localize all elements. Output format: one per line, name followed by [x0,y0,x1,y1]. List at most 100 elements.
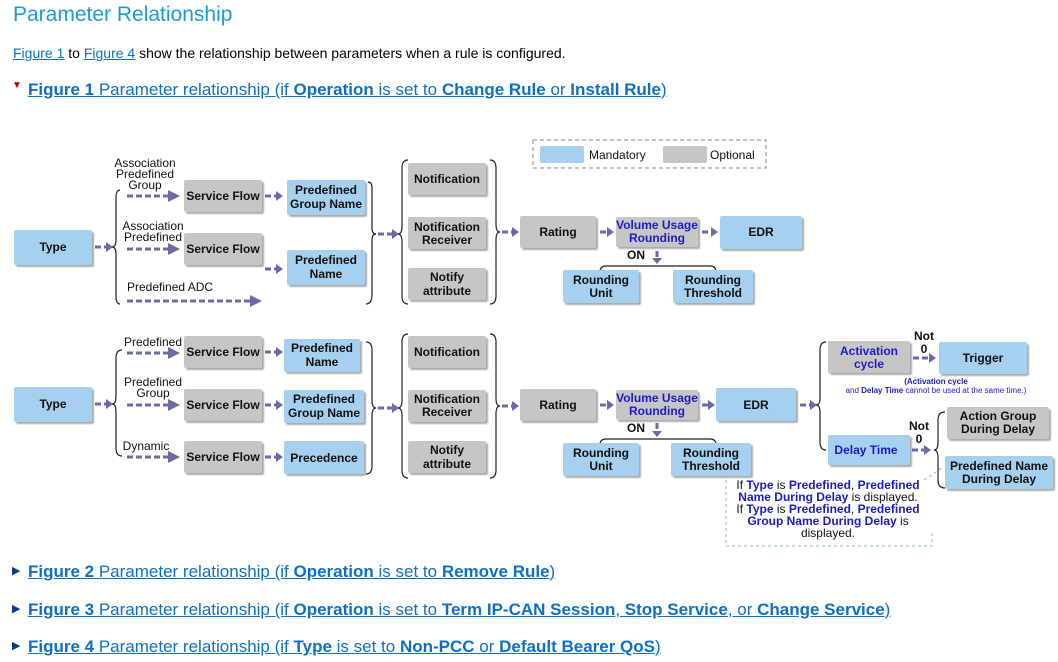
rating-label: Rating [539,225,576,239]
figure-1-heading[interactable]: ▼ Figure 1 Parameter relationship (if Ope… [12,80,667,100]
rounding-unit-label: Unit [589,286,612,300]
service-flow-label: Service Flow [186,398,260,412]
notify-attribute-box [408,441,486,473]
service-flow-label: Service Flow [186,189,260,203]
activation-cycle-label: Activation [840,344,898,358]
predefined-group-name-box [287,180,365,215]
figure-2-heading[interactable]: ▶ Figure 2 Parameter relationship (if Ope… [12,562,555,582]
precedence-label: Precedence [290,451,358,465]
figure-1-toggle-link[interactable]: Figure 1 Parameter relationship (if Oper… [28,80,667,99]
caption-keyword: Change Service [757,600,885,619]
service-flow-box [184,233,262,265]
activation-note: (Activation cycle [904,377,968,386]
figure-4-toggle-link[interactable]: Figure 4 Parameter relationship (if Type… [28,637,661,656]
notification-receiver-label: Notification [414,220,480,234]
caption-text: or [474,637,500,656]
edr-label: EDR [748,225,774,239]
figure-number: Figure 4 [28,637,95,656]
action-group-during-delay-label: Action Group [960,409,1037,423]
dashed-arrow [127,190,180,202]
bottom-brace-4 [489,333,501,479]
delay-time-label: Delay Time [834,443,897,457]
notify-attribute-label: Notify [430,270,464,284]
type-label: Type [39,397,66,411]
on-label: ON [627,421,645,435]
note-pointer [923,467,943,481]
predefined-name-label: Name [306,355,339,369]
arrow-icon [600,227,614,237]
expand-triangle-icon[interactable]: ▶ [12,565,21,577]
note-box [725,474,933,547]
predefined-name-label: Name [310,267,343,281]
type-box [14,230,92,265]
arrow-icon [95,242,113,252]
expand-triangle-icon[interactable]: ▶ [12,640,21,652]
service-flow-box [184,336,262,368]
notification-receiver-box [408,217,486,249]
rounding-unit-label: Rounding [573,446,629,460]
predefined-group-name-label: Group Name [288,406,360,420]
collapse-triangle-icon[interactable]: ▼ [12,80,22,91]
notify-attribute-label: attribute [423,284,471,298]
arrow-icon [95,399,113,409]
not-zero-label: Not [914,329,934,343]
bottom-brace-2 [365,341,377,475]
predefined-name-during-delay-label: During Delay [962,472,1036,486]
down-arrow-icon [652,423,662,437]
not-zero-label: Not [909,419,929,433]
note-line: Name During Delay is displayed. [738,490,917,504]
dashed-arrow [127,295,262,307]
bottom-brace-5 [599,438,717,446]
figure-4-link[interactable]: Figure 4 [83,45,136,61]
rounding-unit-box [563,443,639,476]
figure-1-link[interactable]: Figure 1 [13,45,65,61]
top-brace-2 [365,181,377,305]
predefined-group-label: Group [136,386,170,400]
bottom-brace-7 [933,411,946,489]
rating-box [520,389,596,421]
caption-text: is set to [373,600,442,619]
rounding-unit-label: Rounding [573,273,629,287]
rating-label: Rating [539,398,576,412]
caption-keyword: Type [293,637,332,656]
parameter-relationship-diagram: .m{fill:#a6d0ef;filter:url(#sh);} .o{fil… [14,139,1053,547]
delay-time-box [828,435,910,465]
caption-text: or [545,80,571,99]
caption-keyword: Operation [293,600,374,619]
figure-number: Figure 1 [28,80,95,99]
volume-usage-rounding-box [616,217,698,247]
assoc-group-label: Association [114,156,175,170]
arrow-icon [265,347,283,357]
figure-3-toggle-link[interactable]: Figure 3 Parameter relationship (if Oper… [28,600,890,619]
edr-label: EDR [743,398,769,412]
caption-keyword: Install Rule [570,80,661,99]
page-title: Parameter Relationship [13,3,233,26]
caption-text: ) [549,562,556,581]
trigger-label: Trigger [963,351,1004,365]
arrow-icon [378,229,399,239]
notify-attribute-box [408,268,486,300]
rounding-threshold-label: Rounding [683,446,739,460]
predefined-group-label: Predefined [124,375,182,389]
service-flow-box [184,180,262,212]
assoc-group-label: Group [128,178,162,192]
predefined-name-box [284,339,360,372]
caption-text: Parameter relationship (if [94,600,294,619]
figure-2-toggle-link[interactable]: Figure 2 Parameter relationship (if Oper… [28,562,555,581]
assoc-group-label: Predefined [116,167,174,181]
trigger-box [939,342,1027,374]
top-brace-5 [599,265,717,273]
expand-triangle-icon[interactable]: ▶ [12,603,21,615]
caption-text: , or [727,600,758,619]
service-flow-label: Service Flow [186,242,260,256]
service-flow-label: Service Flow [186,345,260,359]
service-flow-box [184,389,262,421]
figure-3-heading[interactable]: ▶ Figure 3 Parameter relationship (if Ope… [12,600,890,620]
predefined-group-name-label: Predefined [293,392,355,406]
figure-number: Figure 3 [28,600,95,619]
caption-keyword: Operation [293,80,374,99]
caption-text: is set to [373,562,442,581]
figure-4-heading[interactable]: ▶ Figure 4 Parameter relationship (if Typ… [12,637,661,657]
intro-text: show the relationship between parameters… [135,45,566,61]
notify-attribute-label: Notify [430,443,464,457]
